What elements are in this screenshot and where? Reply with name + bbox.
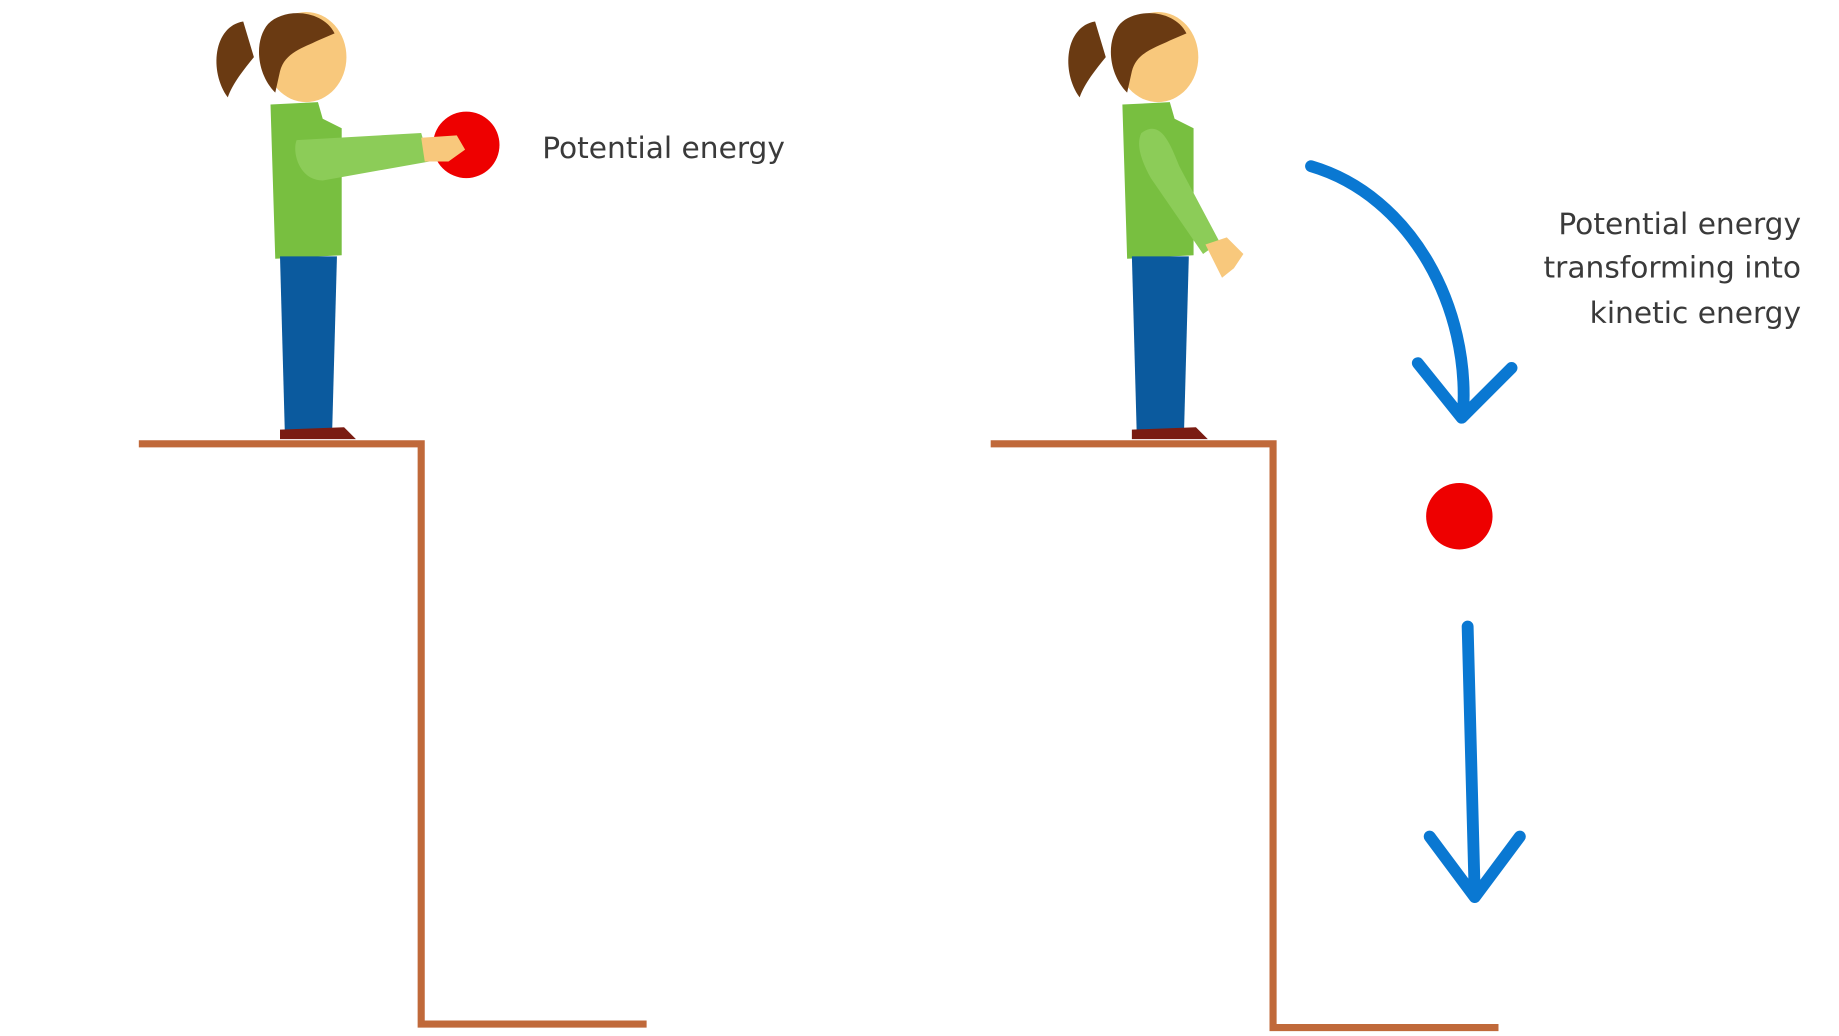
girl-released-ball-icon [1068,11,1244,440]
label-potential-energy: Potential energy [542,130,785,165]
label-line-1: Potential energy [1558,206,1801,241]
label-line-3: kinetic energy [1590,295,1801,330]
girl-holding-ball-icon [216,11,430,440]
left-scene: Potential energy [138,11,785,1028]
ball-held [433,111,500,179]
down-arrow-icon [1423,620,1526,904]
falling-ball [1426,482,1493,550]
left-cliff-ledge [138,440,647,1028]
curved-down-arrow-icon [1305,160,1518,424]
right-cliff-ledge [990,440,1499,1032]
label-line-2: transforming into [1544,250,1801,285]
right-scene: Potential energy transforming into kinet… [990,11,1801,1032]
